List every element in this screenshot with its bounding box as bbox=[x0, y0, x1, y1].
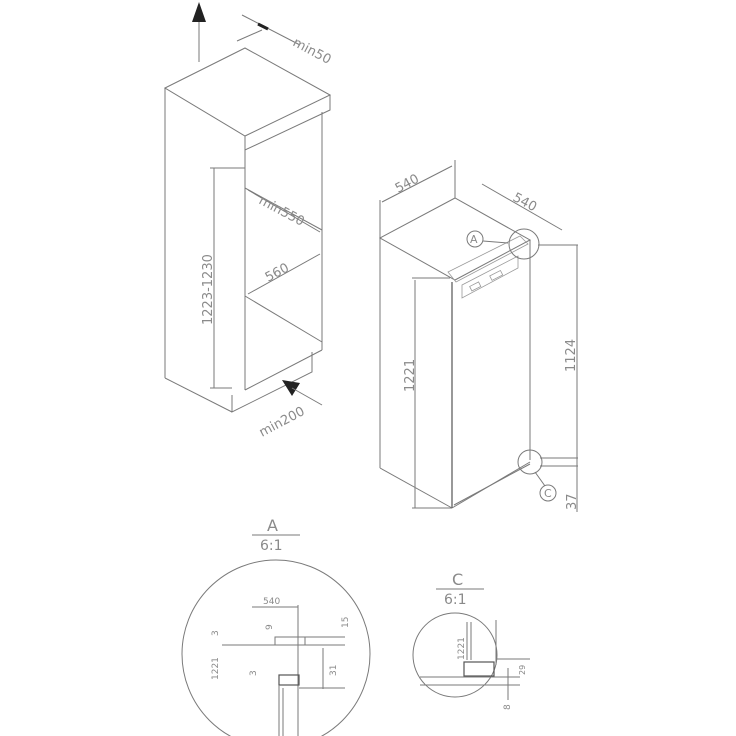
min50-label: min50 bbox=[290, 35, 333, 68]
min550-label: min550 bbox=[256, 193, 307, 229]
detail-a-3-mid: 3 bbox=[249, 670, 259, 676]
detail-a-scale: 6:1 bbox=[260, 538, 283, 554]
detail-a: A 6:1 540 3 9 15 1221 3 31 bbox=[181, 516, 371, 736]
height-1221-label: 1221 bbox=[403, 359, 418, 392]
cabinet-drawing: min50 min550 560 1223-1230 min200 bbox=[163, 2, 333, 441]
detail-a-540: 540 bbox=[263, 597, 280, 607]
cabinet-top-front bbox=[244, 95, 331, 151]
detail-a-3-left: 3 bbox=[211, 630, 221, 636]
airflow-up-arrow-icon bbox=[192, 2, 206, 22]
detail-c-29: 29 bbox=[518, 665, 527, 675]
detail-c-circle bbox=[517, 449, 543, 475]
appliance-top bbox=[378, 197, 532, 281]
appliance-drawing: 540 540 A 1221 1124 C 37 bbox=[378, 160, 580, 512]
detail-a-title: A bbox=[267, 516, 278, 535]
offset-37-label: 37 bbox=[565, 493, 580, 510]
width-540-label: 540 bbox=[393, 172, 422, 197]
detail-a-9: 9 bbox=[265, 624, 275, 630]
detail-c-circle-view bbox=[412, 612, 498, 698]
cabinet-top bbox=[163, 47, 332, 137]
detail-c: C 6:1 1221 29 8 bbox=[412, 570, 530, 710]
detail-c-1221: 1221 bbox=[457, 637, 467, 660]
detail-c-8: 8 bbox=[503, 704, 513, 710]
detail-a-circle-view bbox=[181, 559, 371, 736]
detail-a-1221: 1221 bbox=[211, 657, 221, 680]
height-1223-1230-label: 1223-1230 bbox=[201, 254, 216, 325]
detail-c-marker: C bbox=[544, 487, 552, 500]
detail-a-15: 15 bbox=[341, 617, 351, 628]
detail-a-marker: A bbox=[470, 233, 478, 246]
detail-a-31: 31 bbox=[329, 665, 339, 676]
detail-c-scale: 6:1 bbox=[444, 592, 467, 608]
560-label: 560 bbox=[263, 261, 292, 286]
detail-a-circle bbox=[508, 228, 540, 260]
height-1124-label: 1124 bbox=[564, 339, 579, 372]
airflow-bottom-arrow-icon bbox=[282, 380, 300, 396]
detail-c-title: C bbox=[452, 570, 463, 589]
depth-540-label: 540 bbox=[510, 190, 539, 215]
min200-label: min200 bbox=[257, 404, 308, 440]
